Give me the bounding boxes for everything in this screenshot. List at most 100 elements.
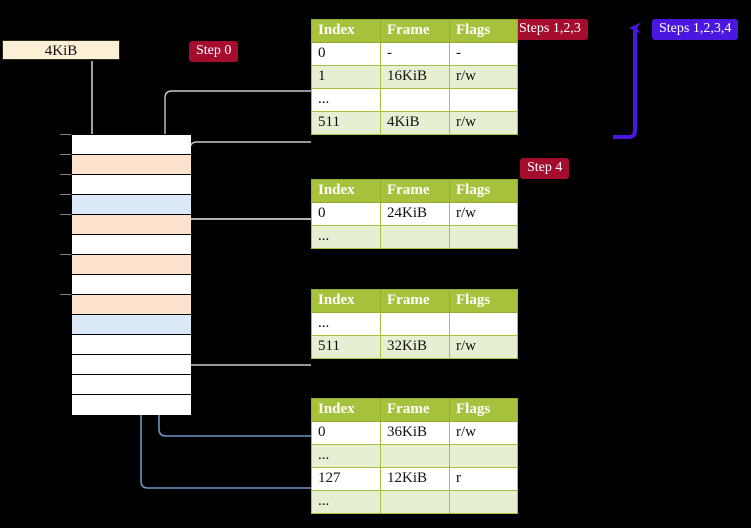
memory-tick [60,294,72,295]
cell-frame [380,312,450,336]
cell-flags: r/w [449,202,518,226]
memory-row [72,175,191,195]
column-header-frame: Frame [380,19,450,43]
cell-frame: - [380,42,450,66]
steps-1234-badge: Steps 1,2,3,4 [652,19,739,40]
memory-row [72,215,191,235]
table-header-row: Index Frame Flags [311,179,518,203]
cell-index: ... [311,312,381,336]
cell-index: 127 [311,467,381,491]
column-header-flags: Flags [449,179,518,203]
memory-tick [60,214,72,215]
cell-flags: - [449,42,518,66]
table-row: ... [311,88,518,112]
memory-row [72,355,191,375]
cell-flags: r/w [449,111,518,135]
column-header-flags: Flags [449,398,518,422]
cell-frame: 24KiB [380,202,450,226]
step-4-badge: Step 4 [520,158,570,179]
connector-steps-loop [613,22,641,139]
cell-index: 0 [311,42,381,66]
cell-flags: r/w [449,335,518,359]
column-header-frame: Frame [380,179,450,203]
table-header-row: Index Frame Flags [311,19,518,43]
memory-row [72,395,191,415]
cell-index: ... [311,490,381,514]
memory-row [72,255,191,275]
table-row: ... [311,225,518,249]
cell-flags: r/w [449,65,518,89]
table-header-row: Index Frame Flags [311,289,518,313]
cell-flags [449,312,518,336]
cell-index: ... [311,444,381,468]
cell-index: 0 [311,421,381,445]
connector-row4-to-row6 [175,218,311,254]
memory-row [72,295,191,315]
memory-row [72,135,191,155]
cell-flags [449,88,518,112]
cell-frame: 16KiB [380,65,450,89]
memory-tick [60,154,72,155]
column-header-flags: Flags [449,19,518,43]
step-0-badge: Step 0 [189,41,239,62]
column-header-frame: Frame [380,289,450,313]
memory-row [72,195,191,215]
connector-l2-to-memory [175,296,311,366]
steps-123-badge: Steps 1,2,3 [512,19,588,40]
cell-frame: 12KiB [380,467,450,491]
table-row: ... [311,444,518,468]
cell-frame: 32KiB [380,335,450,359]
column-header-flags: Flags [449,289,518,313]
cell-index: 511 [311,111,381,135]
connector-l1-to-memory [178,218,311,227]
cell-index: 1 [311,65,381,89]
cell-index: ... [311,88,381,112]
cell-index: 511 [311,335,381,359]
cell-frame [380,444,450,468]
memory-tick [60,134,72,135]
cell-index: ... [311,225,381,249]
cell-flags: r [449,467,518,491]
column-header-index: Index [311,179,381,203]
memory-tick [60,194,72,195]
table-row: 0-- [311,42,518,66]
connector-memory-to-l0-row511 [189,141,311,150]
table-header-row: Index Frame Flags [311,398,518,422]
cell-flags: r/w [449,421,518,445]
memory-tick [60,174,72,175]
memory-row [72,275,191,295]
size-label-4kib: 4KiB [2,40,120,60]
cell-flags [449,225,518,249]
cell-flags [449,490,518,514]
cell-frame [380,490,450,514]
cell-frame: 4KiB [380,111,450,135]
cell-frame: 36KiB [380,421,450,445]
memory-row [72,155,191,175]
cell-frame [380,88,450,112]
column-header-index: Index [311,289,381,313]
memory-row [72,335,191,355]
column-header-frame: Frame [380,398,450,422]
column-header-index: Index [311,398,381,422]
table-row: ... [311,490,518,514]
column-header-index: Index [311,19,381,43]
memory-row [72,235,191,255]
cell-flags [449,444,518,468]
memory-row [72,315,191,335]
memory-tick [60,254,72,255]
table-row: ... [311,312,518,336]
